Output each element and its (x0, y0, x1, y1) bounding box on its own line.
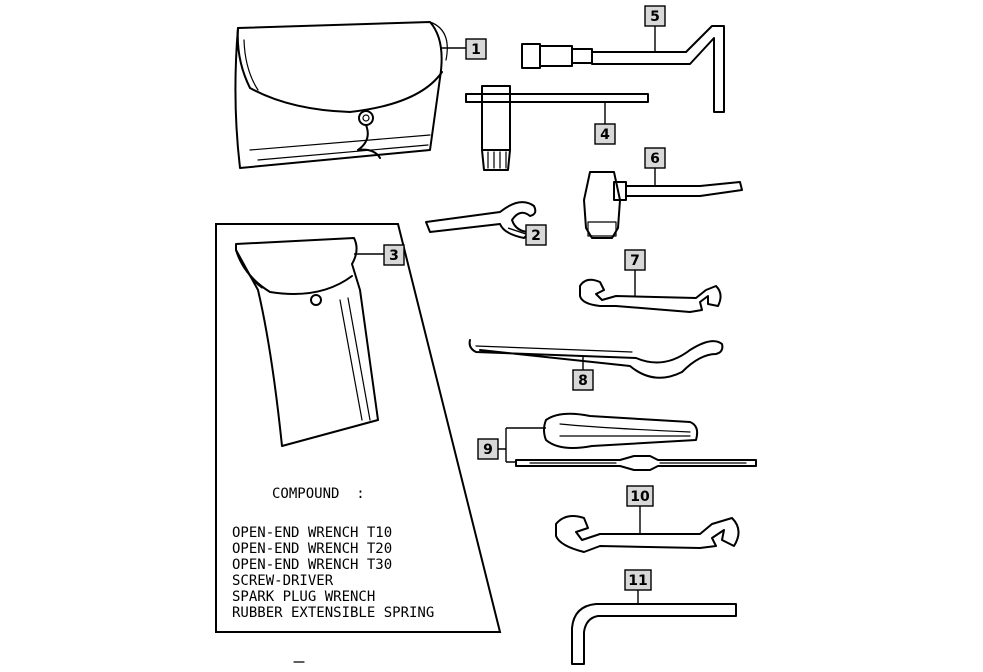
compound-panel-border (215, 223, 502, 633)
compound-item: OPEN-END WRENCH T30 (232, 557, 392, 573)
callout-2-leader (507, 227, 527, 235)
compound-item: SCREW-DRIVER (232, 573, 334, 589)
open-end-wrench-large-drawing (555, 515, 740, 553)
open-end-wrench-small-drawing (579, 278, 722, 313)
callout-9-label: 9 (483, 442, 493, 458)
compound-item: OPEN-END WRENCH T10 (232, 525, 392, 541)
tool-bag-drawing (234, 21, 448, 169)
compound-heading: COMPOUND : (272, 486, 365, 502)
callout-10-label: 10 (630, 489, 650, 505)
callout-8: 8 (572, 369, 594, 391)
callout-3-label: 3 (389, 248, 399, 264)
callout-9: 9 (477, 438, 499, 460)
bent-bar-wrench-drawing (521, 25, 725, 113)
screwdriver-drawing (515, 412, 757, 471)
callout-7-label: 7 (630, 253, 640, 269)
hex-key-drawing (571, 603, 737, 665)
callout-11: 11 (624, 569, 652, 591)
roll-bag-drawing (235, 237, 379, 447)
callout-2-label: 2 (531, 228, 541, 244)
tyre-lever-drawing (468, 339, 724, 379)
callout-4-label: 4 (600, 127, 610, 143)
compound-item: SPARK PLUG WRENCH (232, 589, 375, 605)
callout-1: 1 (465, 38, 487, 60)
callout-4: 4 (594, 123, 616, 145)
callout-9-leader (498, 427, 546, 463)
callout-1-label: 1 (471, 42, 481, 58)
callout-3: 3 (383, 244, 405, 266)
callout-8-label: 8 (578, 373, 588, 389)
callout-2: 2 (525, 224, 547, 246)
callout-6-label: 6 (650, 151, 660, 167)
box-spanner-drawing (583, 171, 743, 239)
callout-6: 6 (644, 147, 666, 169)
callout-5: 5 (644, 5, 666, 27)
callout-11-label: 11 (628, 573, 647, 589)
compound-item: RUBBER EXTENSIBLE SPRING (232, 605, 434, 621)
socket-t-bar-drawing (465, 85, 649, 171)
callout-10: 10 (626, 485, 654, 507)
compound-item: OPEN-END WRENCH T20 (232, 541, 392, 557)
hook-spanner-drawing (425, 201, 537, 239)
callout-5-label: 5 (650, 9, 660, 25)
callout-7: 7 (624, 249, 646, 271)
